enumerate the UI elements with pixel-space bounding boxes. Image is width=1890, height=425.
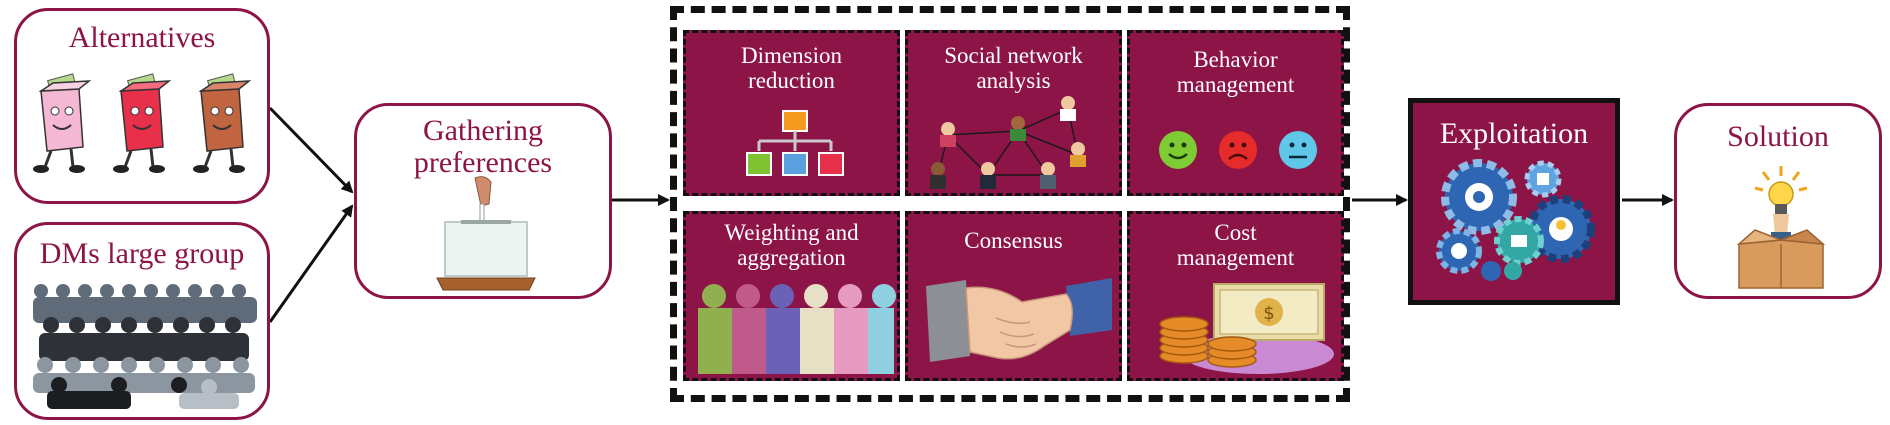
svg-text:$: $ (1263, 303, 1274, 324)
gathering-title-line1: Gathering (423, 114, 543, 147)
module-title-line2: reduction (748, 68, 835, 93)
module-title-line2: aggregation (737, 245, 846, 270)
alternatives-node: Alternatives (14, 8, 270, 204)
arrow-alternatives-to-gathering (268, 106, 354, 194)
emotion-faces-icon (1159, 131, 1317, 169)
handshake-icon (926, 278, 1112, 362)
module-title-line1: Social network (944, 43, 1083, 68)
modules-frame (670, 6, 1350, 402)
dms-title: DMs large group (39, 237, 245, 270)
module-cost-management: Cost management $ (1127, 211, 1344, 381)
module-title-line2: management (1176, 72, 1295, 97)
ballot-box-icon (436, 176, 536, 291)
gathering-title-line2: preferences (413, 146, 553, 179)
module-title-line1: Dimension (741, 43, 842, 68)
module-title-line1: Behavior (1193, 47, 1278, 72)
gathering-preferences-node: Gathering preferences (354, 103, 612, 299)
arrow-dms-to-gathering (268, 204, 354, 323)
module-dimension-reduction: Dimension reduction (683, 30, 900, 196)
solution-title: Solution (1727, 120, 1829, 153)
module-behavior-management: Behavior management (1127, 30, 1344, 196)
module-weighting-aggregation: Weighting and aggregation (683, 211, 900, 381)
module-title-line1: Consensus (964, 228, 1063, 253)
module-consensus: Consensus (905, 211, 1122, 381)
puzzle-people-icon (698, 284, 896, 374)
social-network-icon (930, 96, 1086, 189)
module-title-line1: Weighting and (724, 220, 859, 245)
module-title-line1: Cost (1214, 220, 1257, 245)
crowd-icon (33, 284, 257, 409)
alternatives-title: Alternatives (68, 21, 216, 54)
exploitation-node: Exploitation (1408, 98, 1620, 305)
exploitation-title: Exploitation (1439, 117, 1589, 150)
solution-node: Solution (1674, 103, 1882, 299)
module-social-network-analysis: Social network analysis (905, 30, 1122, 196)
hierarchy-blocks-icon (746, 110, 844, 176)
module-title-line2: management (1176, 245, 1295, 270)
ballot-box-characters-icon (33, 73, 252, 173)
dms-large-group-node: DMs large group (14, 222, 270, 420)
gears-icon (1436, 159, 1595, 281)
money-icon: $ (1159, 283, 1334, 374)
module-title-line2: analysis (976, 68, 1051, 93)
lightbulb-box-icon (1736, 166, 1826, 289)
